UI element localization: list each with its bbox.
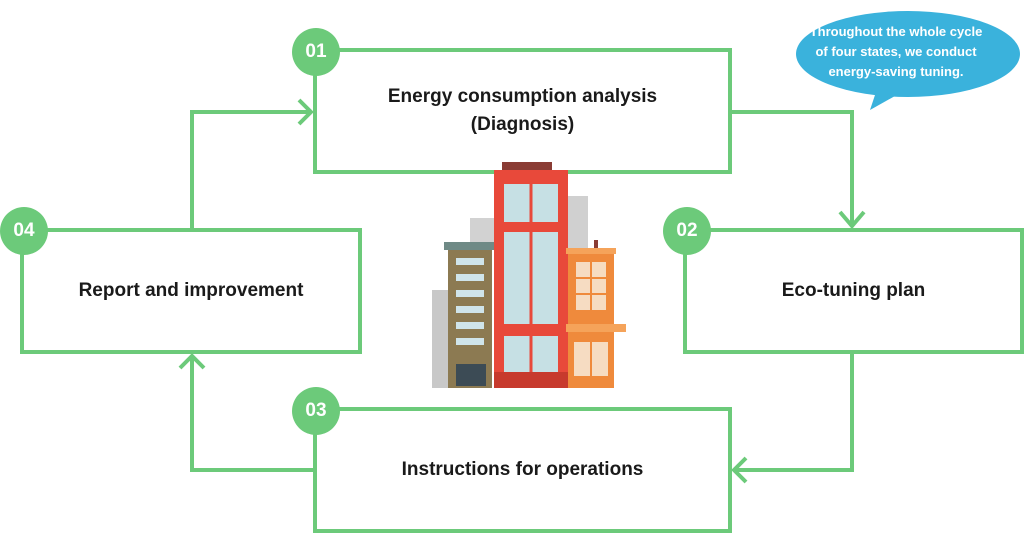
callout-line-3: energy-saving tuning. xyxy=(828,64,964,80)
arrow-02-to-03 xyxy=(734,354,854,472)
step-01-subtitle: (Diagnosis) xyxy=(470,114,575,135)
step-box-report-improvement: Report and improvement xyxy=(20,228,362,354)
flow-arrow-icon xyxy=(297,98,314,126)
callout-text: Throughout the whole cycle of four state… xyxy=(792,22,1000,82)
step-03-title: Instructions for operations xyxy=(401,459,644,481)
step-box-instructions: Instructions for operations xyxy=(313,407,732,533)
speech-bubble-callout: Throughout the whole cycle of four state… xyxy=(770,6,1022,114)
flow-arrow-icon xyxy=(178,353,206,370)
step-number-badge-02: 02 xyxy=(663,207,711,255)
callout-line-2: of four states, we conduct xyxy=(815,44,977,60)
arrow-01-to-02 xyxy=(732,110,854,226)
arrow-03-to-04 xyxy=(190,356,313,472)
step-02-title: Eco-tuning plan xyxy=(781,280,926,302)
step-number-badge-04: 04 xyxy=(0,207,48,255)
step-number-badge-01: 01 xyxy=(292,28,340,76)
speech-bubble-icon xyxy=(796,11,1020,110)
step-04-title: Report and improvement xyxy=(78,280,304,302)
office-building-illustration xyxy=(432,162,626,388)
flow-arrow-icon xyxy=(731,456,748,484)
step-box-energy-analysis: Energy consumption analysis (Diagnosis) xyxy=(313,48,732,174)
step-01-title: Energy consumption analysis xyxy=(387,86,658,108)
step-box-eco-tuning-plan: Eco-tuning plan xyxy=(683,228,1024,354)
arrow-04-to-01 xyxy=(190,110,311,228)
step-number-badge-03: 03 xyxy=(292,387,340,435)
flow-arrow-icon xyxy=(838,210,866,230)
callout-line-1: Throughout the whole cycle xyxy=(809,24,983,39)
